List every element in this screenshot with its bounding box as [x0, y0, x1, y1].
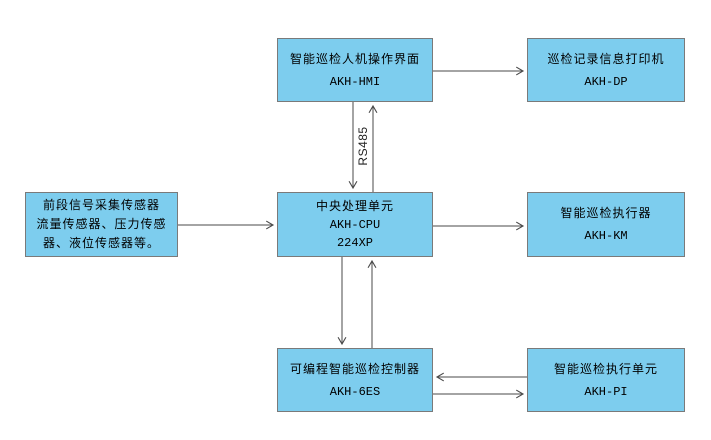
box-hmi: 智能巡检人机操作界面 AKH-HMI [277, 38, 433, 102]
box-cpu-model: AKH-CPU [329, 218, 381, 232]
box-actuator-title: 智能巡检执行器 [560, 206, 652, 220]
box-plc-model: AKH-6ES [329, 384, 381, 399]
box-cpu: 中央处理单元 AKH-CPU 224XP [277, 192, 433, 257]
box-plc-title: 可编程智能巡检控制器 [289, 361, 420, 376]
box-exec-unit: 智能巡检执行单元 AKH-PI [527, 348, 685, 412]
box-printer: 巡检记录信息打印机 AKH-DP [527, 38, 685, 102]
box-hmi-title: 智能巡检人机操作界面 [289, 51, 420, 66]
box-exec-unit-model: AKH-PI [584, 384, 628, 399]
box-sensors: 前段信号采集传感器 流量传感器、压力传感 器、液位传感器等。 [25, 192, 178, 257]
box-cpu-title: 中央处理单元 [315, 199, 394, 213]
box-hmi-model: AKH-HMI [329, 74, 381, 89]
box-actuator-model: AKH-KM [584, 229, 628, 243]
box-printer-model: AKH-DP [584, 74, 628, 89]
box-exec-unit-title: 智能巡检执行单元 [553, 361, 658, 376]
box-cpu-series: 224XP [336, 236, 373, 250]
box-plc: 可编程智能巡检控制器 AKH-6ES [277, 348, 433, 412]
box-sensors-line1: 前段信号采集传感器 [42, 198, 160, 212]
box-sensors-line2: 流量传感器、压力传感 [36, 217, 167, 231]
rs485-bus-label: RS485 [356, 126, 370, 166]
box-sensors-line3: 器、液位传感器等。 [42, 236, 160, 250]
box-actuator: 智能巡检执行器 AKH-KM [527, 192, 685, 257]
box-printer-title: 巡检记录信息打印机 [547, 51, 665, 66]
